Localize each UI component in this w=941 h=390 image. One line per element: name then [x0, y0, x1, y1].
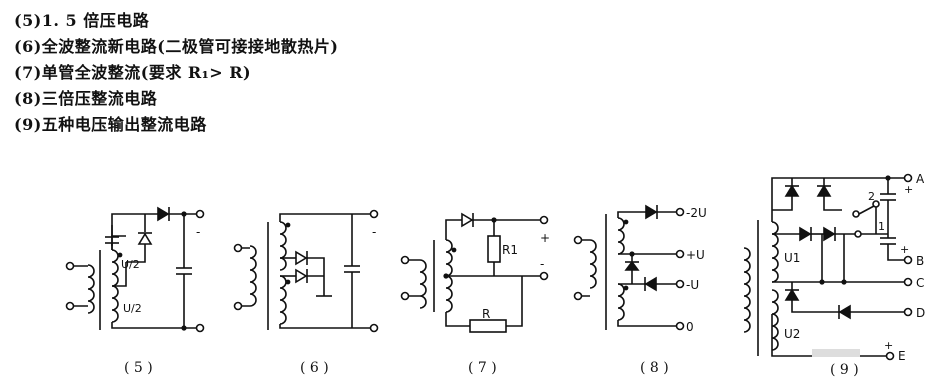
label-plus-b: + — [900, 243, 909, 256]
caption-6: ( 6 ) — [300, 360, 329, 376]
label-zero: 0 — [686, 320, 694, 334]
label-switch-2: 2 — [868, 190, 875, 203]
label-plus-a: + — [904, 183, 913, 196]
description-line-7: (7)单管全波整流(要求 R₁> R) — [14, 63, 252, 82]
label-r1: R1 — [502, 243, 518, 257]
description-line-6: (6)全波整流新电路(二极管可接接地散热片) — [14, 37, 339, 56]
circuit-6: - ( 6 ) — [233, 209, 379, 376]
label-plus-u: +U — [686, 248, 705, 262]
label-r: R — [482, 307, 490, 321]
circuit-9: U1 U2 A B C D E 1 2 + + + ( 9 ) — [743, 172, 925, 378]
circuit-5: U/2 U/2 - ( 5 ) — [65, 206, 205, 376]
label-u2-top: U/2 — [121, 258, 140, 271]
label-plus-e: + — [884, 339, 893, 352]
label-u1: U1 — [784, 251, 800, 265]
label-u2: U2 — [784, 327, 800, 341]
label-minus-2u: -2U — [686, 206, 707, 220]
label-minus: - — [196, 225, 200, 239]
caption-5: ( 5 ) — [124, 360, 153, 376]
circuit-7: R1 R + - ( 7 ) — [400, 212, 550, 376]
description-line-5: (5)1. 5 倍压电路 — [14, 11, 150, 30]
caption-7: ( 7 ) — [468, 360, 497, 376]
description-line-8: (8)三倍压整流电路 — [14, 89, 158, 108]
circuit-8: -2U +U -U 0 ( 8 ) — [573, 204, 707, 376]
description-text-block: (5)1. 5 倍压电路 (6)全波整流新电路(二极管可接接地散热片) (7)单… — [14, 8, 338, 138]
label-e: E — [898, 349, 906, 363]
caption-9: ( 9 ) — [830, 362, 859, 378]
label-minus-7: - — [540, 257, 544, 271]
label-plus-7: + — [540, 231, 550, 245]
label-a: A — [916, 172, 925, 186]
label-minus-6: - — [372, 225, 376, 239]
label-u2-bottom: U/2 — [123, 302, 142, 315]
label-b: B — [916, 254, 924, 268]
label-c: C — [916, 276, 924, 290]
label-switch-1: 1 — [878, 220, 885, 233]
caption-8: ( 8 ) — [640, 360, 669, 376]
label-d: D — [916, 306, 925, 320]
description-line-9: (9)五种电压输出整流电路 — [14, 115, 207, 134]
label-minus-u: -U — [686, 278, 699, 292]
